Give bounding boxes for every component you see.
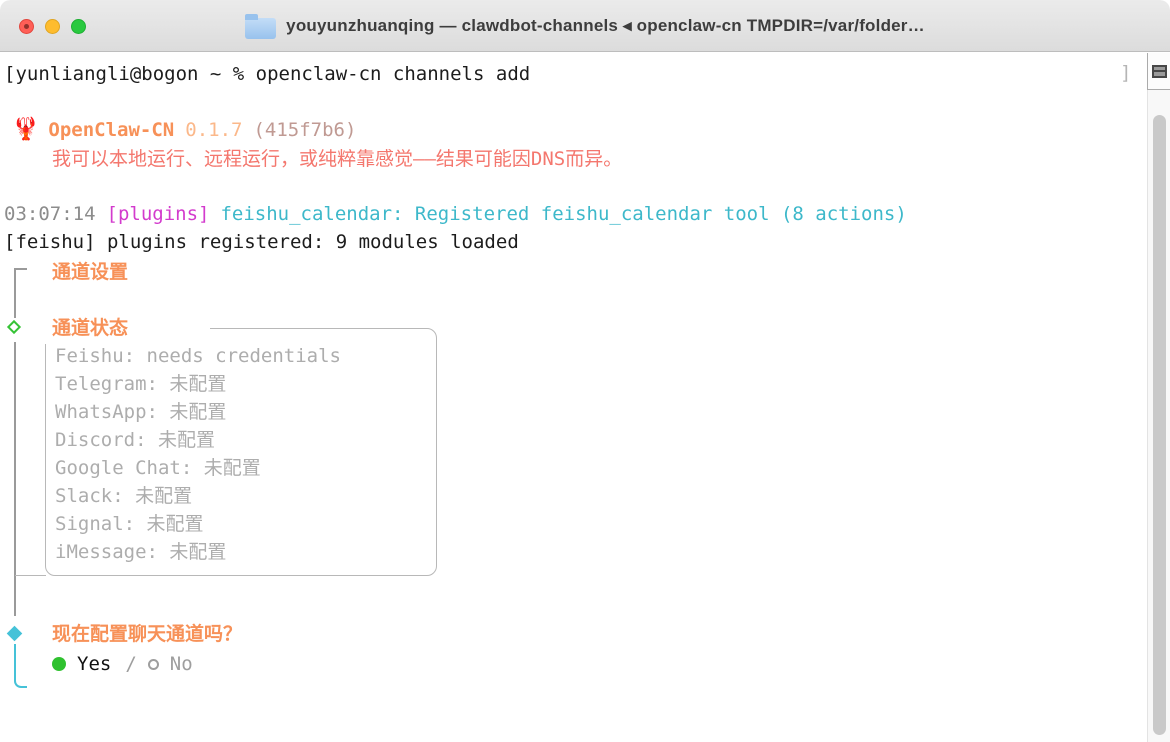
section-title: 通道设置 bbox=[52, 261, 129, 283]
shell-prompt-line: [yunliangli@bogon ~ % openclaw-cn channe… bbox=[4, 63, 531, 85]
option-no[interactable]: No bbox=[169, 653, 193, 675]
log-line-feishu: [feishu] plugins registered: 9 modules l… bbox=[4, 231, 519, 253]
version-number: 0.1.7 bbox=[185, 119, 243, 141]
scrollbar-thumb[interactable] bbox=[1153, 115, 1166, 735]
zoom-button[interactable] bbox=[71, 18, 86, 34]
yes-no-options: Yes / No bbox=[0, 650, 1147, 678]
active-prompt-gutter bbox=[14, 644, 27, 688]
banner-line: 🦞 OpenClaw-CN 0.1.7 (415f7b6) bbox=[0, 116, 1147, 144]
traffic-lights bbox=[19, 0, 86, 52]
log-line-plugins: 03:07:14 [plugins] feishu_calendar: Regist… bbox=[0, 200, 1147, 228]
lobster-icon: 🦞 bbox=[12, 117, 40, 142]
channel-status-item: Feishu: needs credentials bbox=[55, 345, 341, 367]
commit-hash: (415f7b6) bbox=[253, 119, 357, 141]
status-box-title: 通道状态 bbox=[52, 317, 129, 339]
channel-status-item: Google Chat: 未配置 bbox=[55, 457, 261, 479]
command-mark-close: ] bbox=[1120, 62, 1132, 84]
title-bar[interactable]: youyunzhuanqing — clawdbot-channels ◂ op… bbox=[0, 0, 1170, 52]
channel-status-item: WhatsApp: 未配置 bbox=[55, 401, 227, 423]
options-separator: / bbox=[125, 653, 137, 675]
channel-status-item: iMessage: 未配置 bbox=[55, 541, 227, 563]
channel-status-item: Telegram: 未配置 bbox=[55, 373, 227, 395]
wizard-step-start-mark bbox=[14, 268, 27, 318]
no-unselected-icon[interactable] bbox=[147, 658, 159, 670]
log-tag: [plugins] bbox=[106, 203, 210, 225]
split-pane-icon bbox=[1151, 64, 1167, 78]
status-box-connector bbox=[15, 574, 46, 576]
channel-status-item: Signal: 未配置 bbox=[55, 513, 204, 535]
wizard-gutter-line bbox=[14, 342, 16, 616]
option-yes[interactable]: Yes bbox=[77, 653, 112, 675]
split-pane-button[interactable] bbox=[1147, 53, 1170, 90]
channel-status-box bbox=[45, 328, 437, 576]
scrollbar-track[interactable] bbox=[1147, 53, 1170, 742]
channel-status-item: Discord: 未配置 bbox=[55, 429, 215, 451]
log-message: feishu_calendar: Registered feishu_calen… bbox=[220, 203, 907, 225]
tagline: 我可以本地运行、远程运行，或纯粹靠感觉——结果可能因DNS而异。 bbox=[52, 148, 623, 170]
folder-icon bbox=[245, 13, 277, 39]
prompt-question: 现在配置聊天通道吗？ bbox=[52, 623, 243, 645]
terminal-content: [yunliangli@bogon ~ % openclaw-cn channe… bbox=[0, 53, 1147, 742]
status-title-mask bbox=[38, 320, 210, 344]
window-title: youyunzhuanqing — clawdbot-channels ◂ op… bbox=[286, 15, 925, 35]
log-timestamp: 03:07:14 bbox=[4, 203, 96, 225]
minimize-button[interactable] bbox=[45, 18, 60, 34]
channel-status-item: Slack: 未配置 bbox=[55, 485, 193, 507]
close-button[interactable] bbox=[19, 18, 34, 34]
brand-name: OpenClaw-CN bbox=[48, 119, 175, 141]
yes-selected-icon[interactable] bbox=[52, 657, 66, 671]
